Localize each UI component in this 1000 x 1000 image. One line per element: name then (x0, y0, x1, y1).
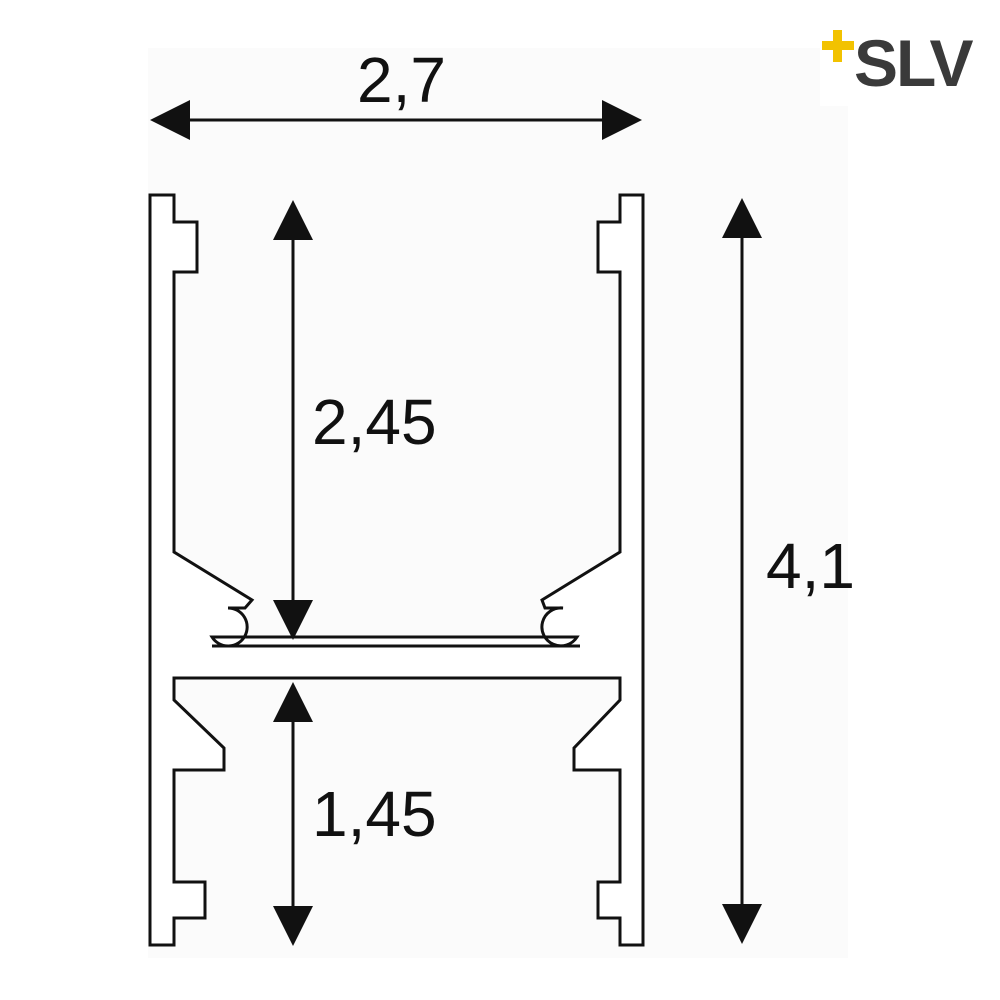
upper-channel-label: 2,45 (312, 386, 437, 458)
lower-channel-arrow-top (273, 682, 313, 722)
lower-channel-label: 1,45 (312, 778, 437, 850)
drawing-panel (148, 48, 848, 958)
width-arrow-right (602, 100, 642, 140)
profile-cross-section (148, 193, 645, 947)
total-height-arrow-top (722, 198, 762, 238)
width-arrow-left (150, 100, 190, 140)
plus-sparkle-icon (822, 30, 854, 62)
upper-channel-arrow-bottom (273, 600, 313, 640)
brand-name: SLV (854, 26, 973, 100)
profile-outline (148, 193, 645, 947)
brand-logo: SLV (820, 22, 978, 106)
total-height-arrow-bottom (722, 904, 762, 944)
upper-channel-arrow-top (273, 200, 313, 240)
total-height-label: 4,1 (766, 530, 855, 602)
lower-channel-arrow-bottom (273, 906, 313, 946)
width-label: 2,7 (357, 44, 446, 116)
upper-channel-dimension (273, 200, 313, 640)
width-dimension (150, 100, 642, 140)
total-height-dimension (722, 198, 762, 944)
lower-channel-dimension (273, 682, 313, 946)
